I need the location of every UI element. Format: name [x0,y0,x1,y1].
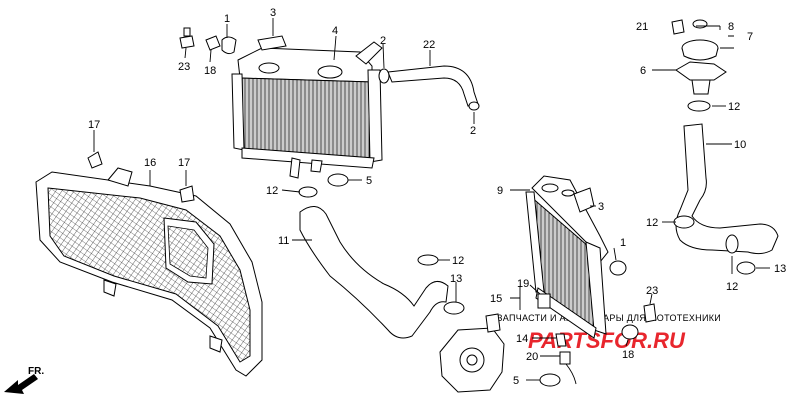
sensor-15 [537,293,551,309]
callout-17-left: 17 [88,119,100,131]
wire-lead [565,363,577,385]
callout-16: 16 [144,157,156,169]
gasket-3-top [257,35,287,51]
right-radiator [525,175,609,339]
callout-22: 22 [423,39,435,51]
clamp-2-top [378,68,390,84]
grommet-17-left [87,151,103,169]
clamp-12-left [298,186,318,198]
bolt-23-top [179,27,195,49]
leader-lines [93,18,770,381]
callout-11: 11 [278,235,289,247]
callout-10: 10 [734,139,746,151]
callout-12-left: 12 [266,185,278,197]
collar-18-top [205,35,221,51]
callout-9: 9 [497,185,503,197]
callout-2-top: 2 [380,35,386,47]
clamp-12-right-a [673,215,695,229]
clamp-2-mid [468,101,480,111]
clamp-13-pump [443,301,465,315]
grommet-17-right [179,185,195,203]
radiator-grille [35,167,263,377]
callout-13-right: 13 [774,263,786,275]
watermark: ЗАПЧАСТИ И АКСЕССУАРЫ ДЛЯ МОТОТЕХНИКИ PA… [497,313,721,353]
callout-12-pump: 12 [452,255,464,267]
callout-4: 4 [332,25,338,37]
callout-18-top: 18 [204,65,216,77]
hose-10 [675,123,779,255]
grommet-1-right [609,260,627,276]
bolt-23-right [643,303,657,323]
clamp-13-right [736,261,756,275]
sensor-14 [555,333,567,347]
callout-6: 6 [640,65,646,77]
callout-21: 21 [636,21,648,33]
callout-2-mid: 2 [470,125,476,137]
callout-15: 15 [490,293,502,305]
grommet-5-bottom [539,373,561,387]
radiator-cap-7 [671,19,727,112]
callout-19: 19 [517,278,529,290]
callout-7: 7 [747,31,753,43]
grommet-5-left [327,173,349,187]
collar-18-right [621,324,639,340]
callout-18-right: 18 [622,349,634,361]
clamp-12-pump [417,254,439,266]
callout-1-top: 1 [224,13,230,25]
callout-1-right: 1 [620,237,626,249]
grommet-1-top [221,36,237,55]
callout-13-pump: 13 [450,273,462,285]
left-radiator [231,41,383,179]
hose-11 [299,206,449,339]
callout-8: 8 [728,21,734,33]
front-direction-arrow: FR. [4,366,44,394]
sensor-20 [559,351,571,365]
hose-22 [387,65,479,107]
direction-label: FR. [28,366,44,377]
callout-3-right: 3 [598,201,604,213]
callout-12-cap: 12 [728,101,740,113]
callout-3-top: 3 [270,7,276,19]
callout-5-left: 5 [366,175,372,187]
callout-17-right: 17 [178,157,190,169]
callout-14: 14 [516,333,528,345]
callout-20: 20 [526,351,538,363]
watermark-site: PARTSFOR.RU [528,328,686,353]
callout-12-right-a: 12 [646,217,658,229]
callout-5-bottom: 5 [513,375,519,387]
callout-23-right: 23 [646,285,658,297]
callout-23-top: 23 [178,61,190,73]
watermark-tagline: ЗАПЧАСТИ И АКСЕССУАРЫ ДЛЯ МОТОТЕХНИКИ [497,313,721,323]
callout-labels: 1 3 4 2 22 23 18 21 8 7 6 12 10 2 9 3 12… [88,7,786,387]
clamp-12-right-b [725,234,739,254]
water-pump [439,313,505,393]
callout-12-right-b: 12 [726,281,738,293]
